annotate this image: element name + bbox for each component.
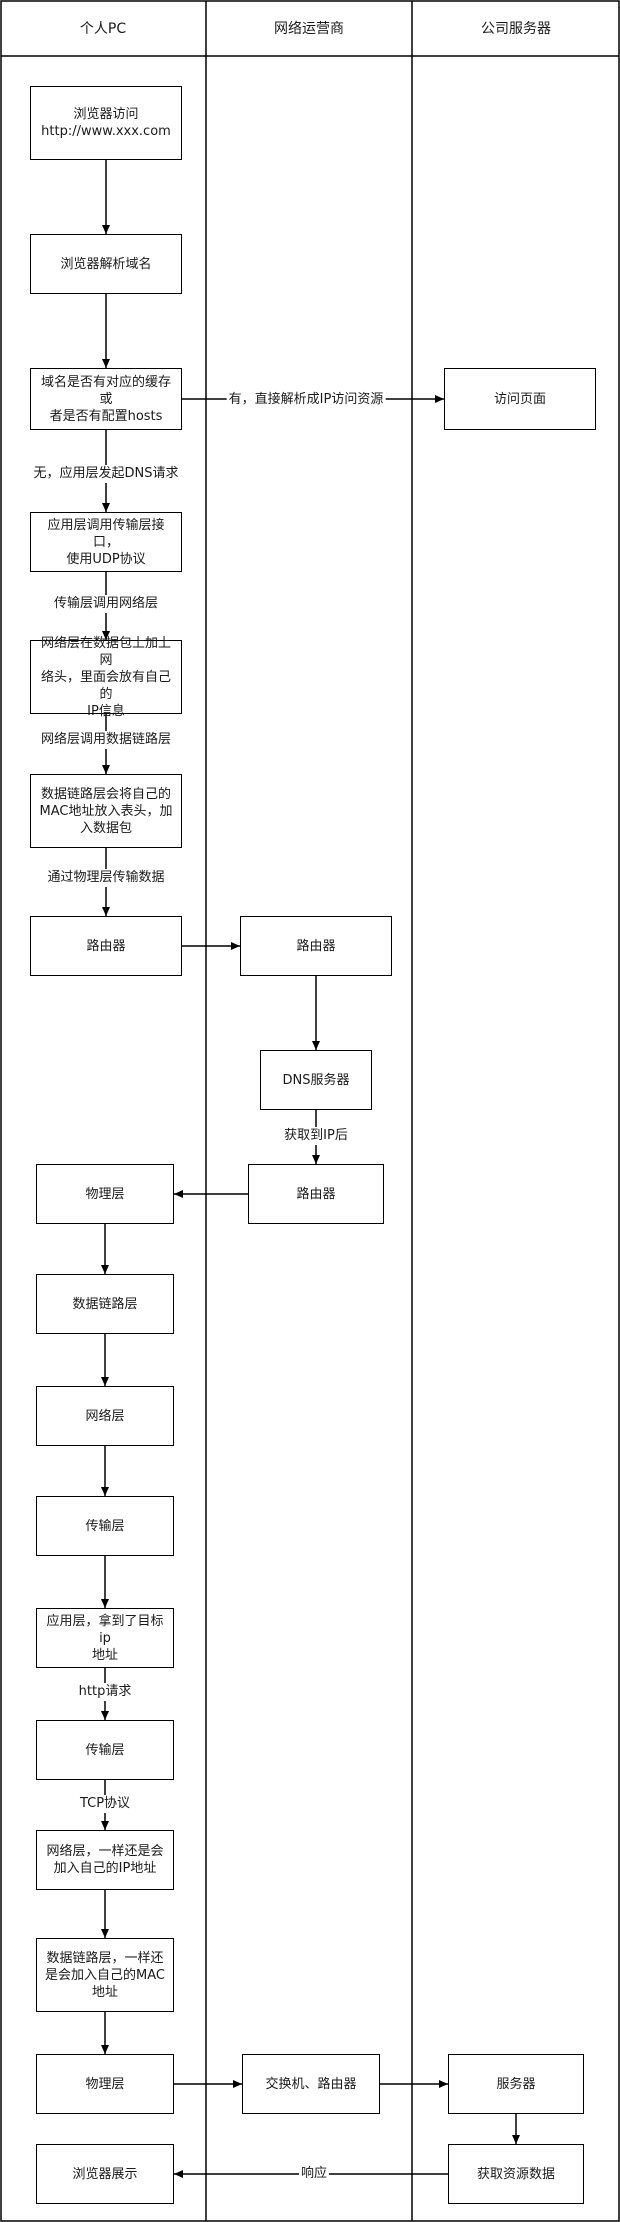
edge-label-http: http请求 — [76, 1683, 134, 1701]
node-network-layer: 网络层 — [36, 1386, 174, 1446]
node-browser-display: 浏览器展示 — [36, 2144, 174, 2204]
edge-label-network-link: 网络层调用数据链路层 — [38, 731, 174, 749]
node-link-layer-mac-2: 数据链路层，一样还 是会加入自己的MAC 地址 — [36, 1938, 174, 2012]
node-link-layer-mac: 数据链路层会将自己的 MAC地址放入表头，加 入数据包 — [30, 774, 182, 848]
node-dns-server: DNS服务器 — [260, 1050, 372, 1110]
edge-label-physical: 通过物理层传输数据 — [45, 869, 167, 887]
edge-label-tcp: TCP协议 — [77, 1795, 133, 1813]
node-visit-page: 访问页面 — [444, 368, 596, 430]
node-physical-layer-1: 物理层 — [36, 1164, 174, 1224]
node-get-resource: 获取资源数据 — [448, 2144, 584, 2204]
node-router-isp-2: 路由器 — [248, 1164, 384, 1224]
edge-label-transport-network: 传输层调用网络层 — [51, 595, 161, 613]
node-server: 服务器 — [448, 2054, 584, 2114]
node-router-pc: 路由器 — [30, 916, 182, 976]
node-switch-router: 交换机、路由器 — [242, 2054, 380, 2114]
lane-title-network-operator: 网络运营商 — [274, 21, 344, 37]
node-browser-parse-domain: 浏览器解析域名 — [30, 234, 182, 294]
node-app-layer-ip: 应用层，拿到了目标ip 地址 — [36, 1608, 174, 1668]
node-router-isp-1: 路由器 — [240, 916, 392, 976]
node-cache-check: 域名是否有对应的缓存或 者是否有配置hosts — [30, 368, 182, 430]
node-link-layer: 数据链路层 — [36, 1274, 174, 1334]
node-physical-layer-2: 物理层 — [36, 2054, 174, 2114]
edge-label-cache-miss: 无，应用层发起DNS请求 — [31, 465, 181, 483]
node-browser-visit: 浏览器访问 http://www.xxx.com — [30, 86, 182, 160]
edge-label-response: 响应 — [298, 2165, 330, 2183]
node-transport-layer-1: 传输层 — [36, 1496, 174, 1556]
edge-label-dns-ip: 获取到IP后 — [282, 1127, 350, 1145]
lane-title-personal-pc: 个人PC — [79, 21, 127, 37]
node-app-layer-udp: 应用层调用传输层接口， 使用UDP协议 — [30, 512, 182, 572]
node-network-layer-header: 网络层在数据包上加上网 络头，里面会放有自己的 IP信息 — [30, 636, 182, 719]
edge-label-cache-hit: 有，直接解析成IP访问资源 — [226, 391, 386, 409]
lane-title-company-server: 公司服务器 — [481, 21, 551, 37]
node-transport-layer-2: 传输层 — [36, 1720, 174, 1780]
node-network-layer-ip: 网络层，一样还是会 加入自己的IP地址 — [36, 1830, 174, 1890]
